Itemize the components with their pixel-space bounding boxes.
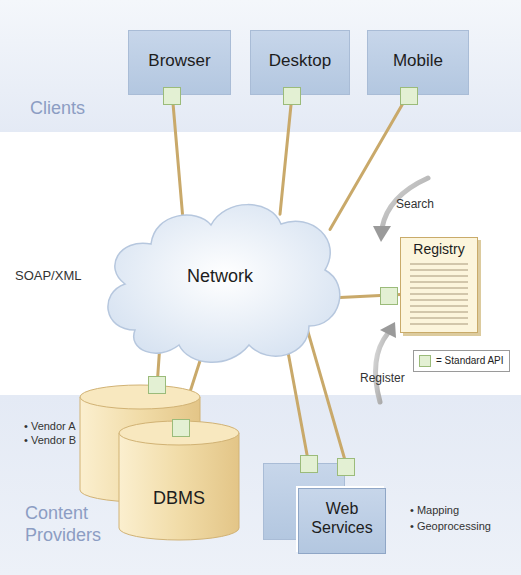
cylinder-outline: [80, 385, 240, 540]
client-box: Mobile: [367, 30, 469, 95]
connector-line: [335, 295, 400, 298]
node-label: DBMS: [118, 488, 240, 510]
legend-box: = Standard API: [413, 350, 510, 372]
register-arrowhead: [380, 322, 396, 338]
node-label: Network: [95, 266, 345, 288]
api-square: [284, 88, 301, 105]
clients-band: Clients Browser Desktop Mobile: [0, 0, 521, 132]
web-services-box: Web Services: [263, 455, 388, 555]
search-arrowhead: [373, 226, 391, 242]
node-label: Clients: [30, 98, 150, 120]
node-label: Registry: [401, 241, 477, 258]
connector-line: [181, 345, 205, 420]
node-label: Content Providers: [25, 503, 120, 546]
search-arrow: [382, 178, 428, 228]
api-square: [381, 288, 398, 305]
client-box: Browser: [128, 30, 231, 95]
node-label: Browser: [129, 51, 230, 71]
connector-line: [308, 330, 346, 462]
api-square: [338, 459, 355, 476]
database-cylinders: DBMS: [80, 385, 240, 540]
note-label: SOAP/XML: [15, 268, 81, 284]
registry-document: Registry: [400, 237, 478, 333]
legend-text: = Standard API: [436, 355, 504, 367]
note-label: • Mapping: [410, 504, 459, 517]
client-box: Desktop: [250, 30, 350, 95]
api-square: [301, 456, 318, 473]
connector-line: [330, 95, 408, 229]
note-label: • Vendor A: [24, 420, 76, 433]
connector-line: [157, 343, 160, 389]
note-label: • Geoprocessing: [410, 520, 491, 533]
legend-swatch: [419, 355, 431, 367]
node-label: Mobile: [368, 51, 468, 71]
node-label: Desktop: [251, 51, 349, 71]
note-label: • Vendor B: [24, 434, 76, 447]
node-label: Web Services: [307, 499, 377, 537]
connector-line: [172, 95, 182, 214]
api-square: [401, 88, 418, 105]
network-cloud: Network: [95, 180, 345, 370]
api-square: [149, 377, 166, 394]
providers-band: Content ProvidersDBMS Web Services: [0, 395, 521, 575]
api-square: [164, 88, 181, 105]
connector-line: [285, 336, 308, 460]
connector-line: [280, 95, 292, 214]
note-label: Register: [360, 371, 405, 385]
api-square: [173, 420, 190, 437]
note-label: Search: [396, 197, 434, 211]
register-arrow: [376, 333, 389, 402]
